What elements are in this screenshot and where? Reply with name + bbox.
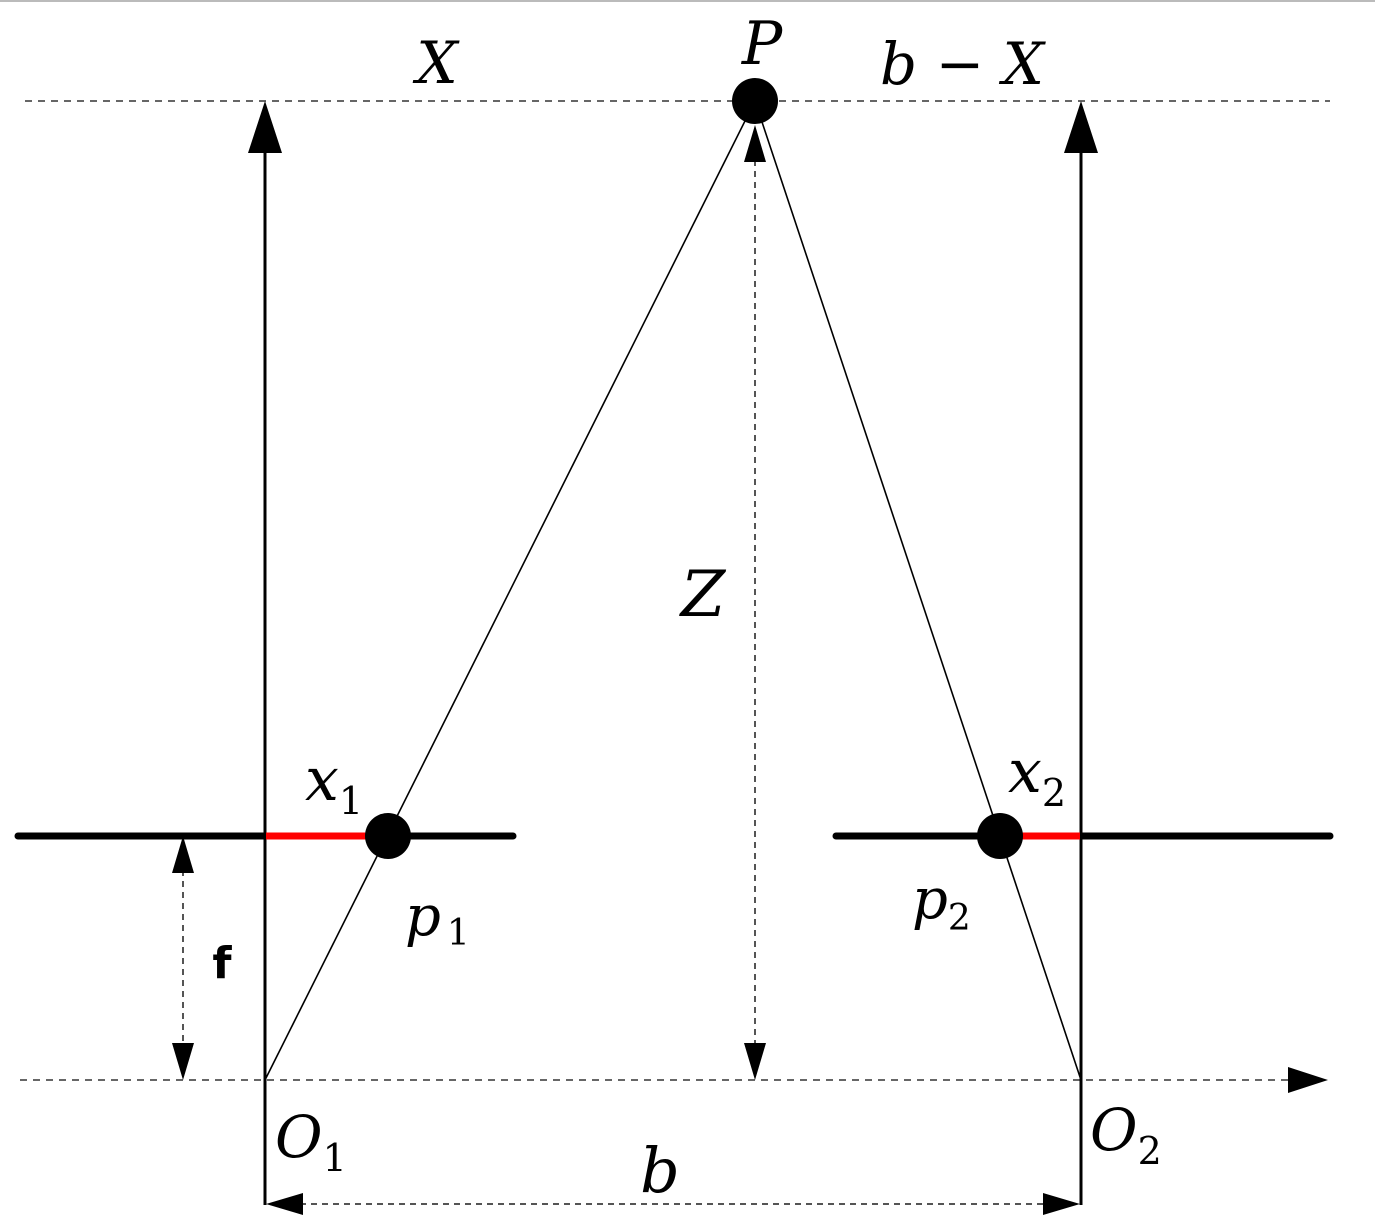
baseline-axis-arrowhead: [1288, 1067, 1328, 1093]
point-p1: [365, 813, 411, 859]
focal-arrowhead-top: [172, 836, 194, 873]
label-p: P: [741, 9, 784, 79]
label-x-distance: X: [412, 29, 460, 97]
focal-arrowhead-bottom: [172, 1043, 194, 1080]
label-depth-z: Z: [679, 558, 727, 632]
label-p2: p2: [912, 867, 971, 939]
baseline-arrowhead-right: [1043, 1193, 1080, 1215]
right-optical-axis-arrowhead: [1064, 101, 1098, 153]
label-o2: O2: [1090, 1096, 1162, 1173]
label-o1: O1: [275, 1103, 347, 1180]
label-focal-f: f: [212, 938, 232, 989]
depth-arrowhead-bottom: [744, 1043, 766, 1080]
point-p2: [977, 813, 1023, 859]
point-p: [732, 78, 778, 124]
baseline-arrowhead-left: [266, 1193, 303, 1215]
left-optical-axis-arrowhead: [248, 101, 282, 153]
label-x1: x1: [305, 745, 363, 823]
depth-arrowhead-top: [744, 125, 766, 162]
right-projection-ray: [754, 100, 1082, 1081]
label-baseline-b: b: [640, 1134, 680, 1207]
left-projection-ray: [264, 100, 756, 1081]
label-x2: x2: [1008, 737, 1066, 815]
label-b-minus-x: b − X: [880, 30, 1047, 98]
